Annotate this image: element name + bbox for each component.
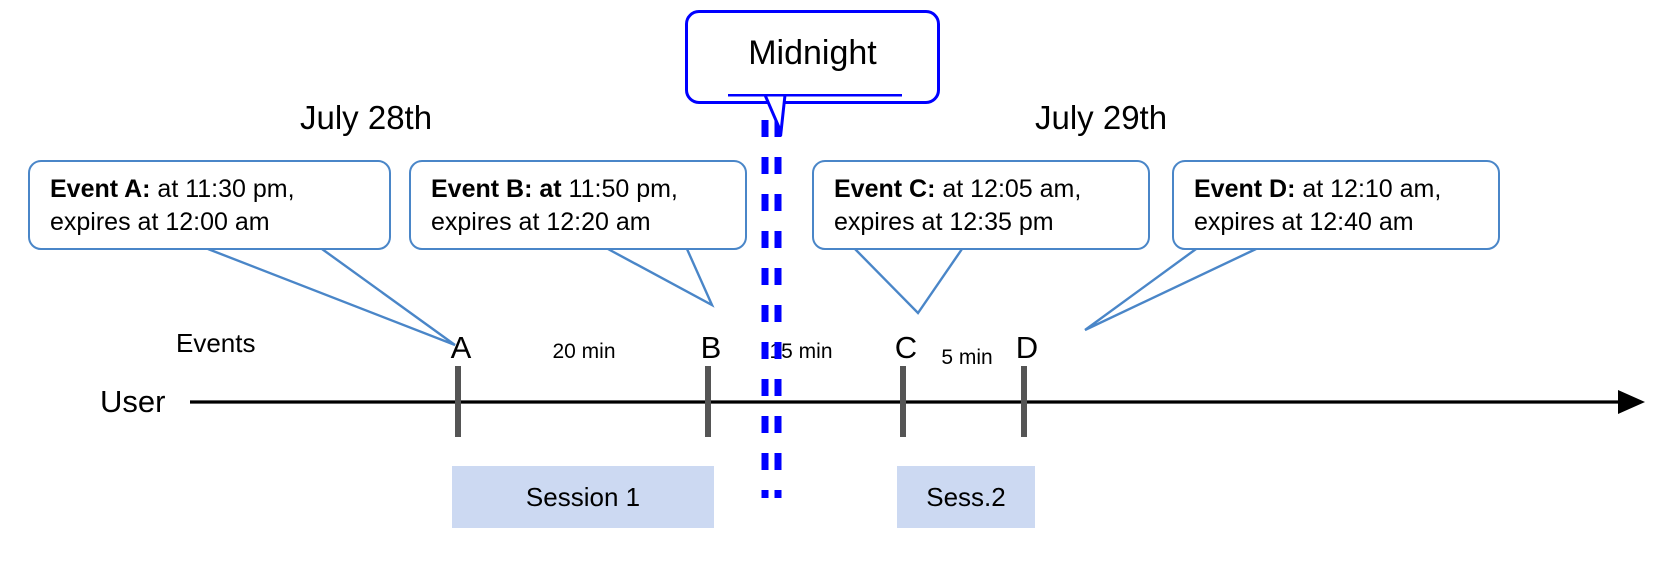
event-callout-d-line1: Event D: at 12:10 am, <box>1194 173 1484 206</box>
event-callout-a-line2: expires at 12:00 am <box>50 208 270 236</box>
interval-label-bc: 15 min <box>769 340 833 363</box>
event-callout-a-line1-bold: Event A: <box>50 175 151 203</box>
event-callout-a: Event A: at 11:30 pm, expires at 12:00 a… <box>28 160 391 250</box>
event-callout-b-line1-bold: Event B: at <box>431 175 562 203</box>
event-callout-c-line1: Event C: at 12:05 am, <box>834 173 1134 206</box>
event-callout-d: Event D: at 12:10 am, expires at 12:40 a… <box>1172 160 1500 250</box>
midnight-label: Midnight <box>748 34 877 72</box>
interval-label-cd: 5 min <box>941 346 993 369</box>
day-heading-july-29: July 29th <box>1035 99 1168 136</box>
marker-label-c: C <box>894 330 918 365</box>
day-heading-july-28: July 28th <box>300 99 433 136</box>
event-callout-d-line2: expires at 12:40 am <box>1194 208 1414 236</box>
event-callout-c-line1-bold: Event C: <box>834 175 936 203</box>
marker-label-d: D <box>1015 330 1039 365</box>
midnight-divider-dashed-line <box>761 120 782 498</box>
interval-label-ab: 20 min <box>552 340 616 363</box>
event-callout-b-line1: Event B: at 11:50 pm, <box>431 173 731 206</box>
axis-row-label-user: User <box>100 384 166 419</box>
midnight-callout: Midnight <box>685 10 940 104</box>
event-callout-c: Event C: at 12:05 am, expires at 12:35 p… <box>812 160 1150 250</box>
event-callout-b: Event B: at 11:50 pm, expires at 12:20 a… <box>409 160 747 250</box>
event-callout-a-line1: Event A: at 11:30 pm, <box>50 173 375 206</box>
event-callout-a-line1-rest: at 11:30 pm, <box>150 175 295 203</box>
event-callout-b-line2: expires at 12:20 am <box>431 208 651 236</box>
session-block-2: Sess.2 <box>897 466 1035 528</box>
axis-row-label-events: Events <box>176 328 256 358</box>
marker-label-b: B <box>700 330 722 365</box>
session-block-1: Session 1 <box>452 466 714 528</box>
marker-label-a: A <box>450 330 472 365</box>
event-callout-b-line1-rest: 11:50 pm, <box>561 175 678 203</box>
event-callout-d-line1-rest: at 12:10 am, <box>1295 175 1442 203</box>
event-callout-c-line2: expires at 12:35 pm <box>834 208 1054 236</box>
event-callout-d-line1-bold: Event D: <box>1194 175 1296 203</box>
event-callout-c-line1-rest: at 12:05 am, <box>935 175 1082 203</box>
